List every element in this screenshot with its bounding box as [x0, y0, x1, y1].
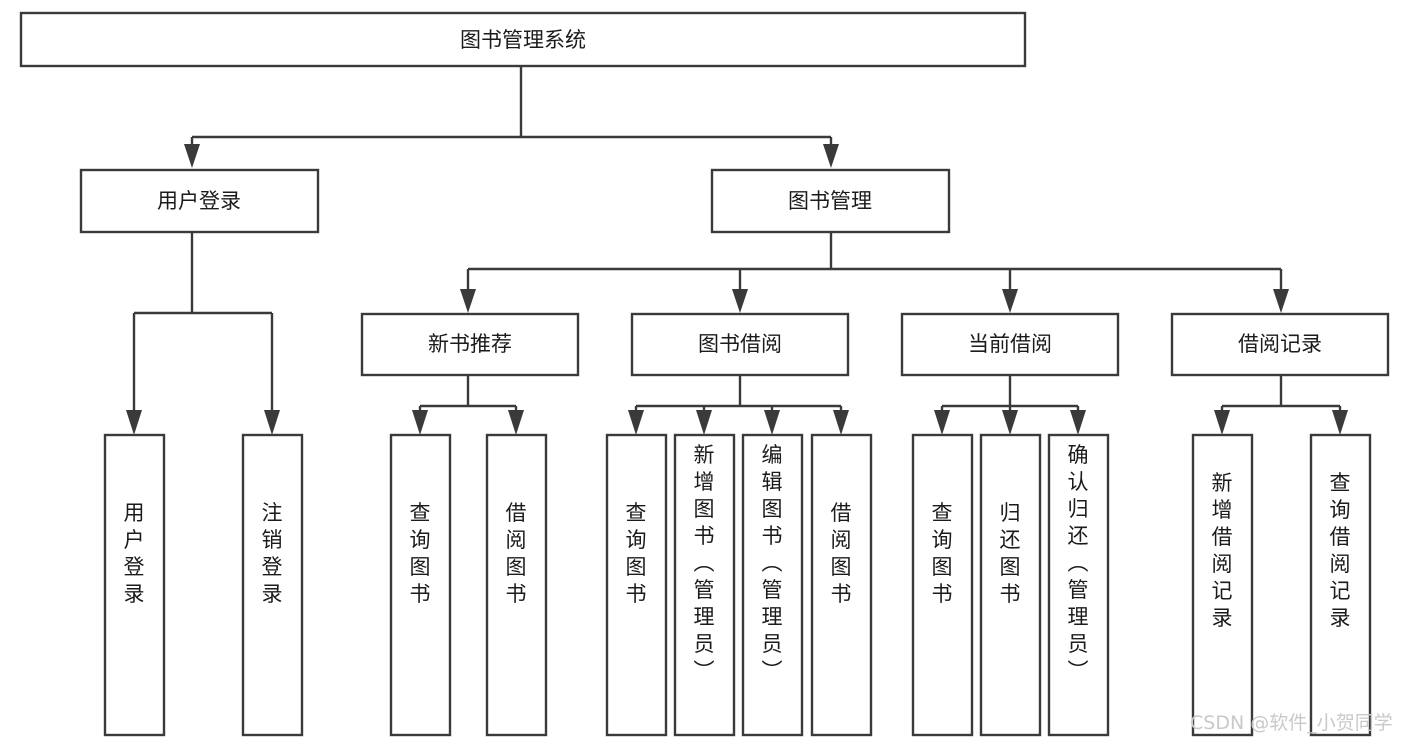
- node-leaf-query-book-2[interactable]: 查询图书: [605, 433, 668, 737]
- node-leaf-add-book-label: 新增图书︵管理员︶: [694, 443, 715, 683]
- node-leaf-query-book-1[interactable]: 查询图书: [389, 433, 452, 737]
- node-leaf-confirm-return-label: 确认归还︵管理员︶: [1068, 443, 1089, 683]
- node-book-borrow[interactable]: 图书借阅: [630, 312, 850, 377]
- node-root-label: 图书管理系统: [460, 28, 586, 52]
- node-leaf-query-record-label: 查询借阅记录: [1330, 471, 1351, 630]
- node-book-management[interactable]: 图书管理: [710, 168, 951, 234]
- node-leaf-query-book-1-label: 查询图书: [410, 501, 431, 606]
- node-leaf-return-book[interactable]: 归还图书: [979, 433, 1042, 737]
- node-leaf-query-book-3-box[interactable]: [911, 433, 974, 737]
- node-leaf-edit-book-label: 编辑图书︵管理员︶: [762, 443, 783, 683]
- arrow-head-leaf-query-book-2: [628, 410, 644, 435]
- node-user-login-label: 用户登录: [157, 189, 241, 213]
- node-leaf-logout-login[interactable]: 注销登录: [241, 433, 304, 737]
- node-leaf-add-book[interactable]: 新增图书︵管理员︶: [673, 433, 736, 737]
- node-leaf-query-book-3-label: 查询图书: [932, 501, 953, 606]
- arrow-head-leaf-query-book-3: [934, 410, 950, 435]
- node-leaf-borrow-book-1[interactable]: 借阅图书: [485, 433, 548, 737]
- node-user-login-box[interactable]: [79, 168, 320, 234]
- node-leaf-borrow-book-1-box[interactable]: [485, 433, 548, 737]
- node-new-book-recommend-box[interactable]: [360, 312, 580, 377]
- node-leaf-logout-login-box[interactable]: [241, 433, 304, 737]
- arrow-head-current-borrow: [1002, 289, 1018, 313]
- node-leaf-borrow-book-1-label: 借阅图书: [506, 501, 527, 606]
- arrow-head-user-login: [184, 144, 200, 168]
- watermark-label: CSDN @软件_小贺同学: [1190, 712, 1393, 734]
- node-leaf-return-book-box[interactable]: [979, 433, 1042, 737]
- node-leaf-add-record[interactable]: 新增借阅记录: [1191, 433, 1254, 737]
- node-leaf-borrow-book-2-box[interactable]: [810, 433, 873, 737]
- node-leaf-query-book-1-box[interactable]: [389, 433, 452, 737]
- node-book-management-label: 图书管理: [788, 189, 872, 213]
- arrow-head-leaf-borrow-book-1: [508, 410, 524, 435]
- node-leaf-query-record-box[interactable]: [1309, 433, 1372, 737]
- node-leaf-edit-book-box[interactable]: [741, 433, 804, 737]
- node-leaf-query-book-2-box[interactable]: [605, 433, 668, 737]
- node-current-borrow[interactable]: 当前借阅: [900, 312, 1120, 377]
- node-leaf-return-book-label: 归还图书: [1000, 501, 1021, 606]
- node-borrow-record-label: 借阅记录: [1238, 332, 1322, 356]
- arrow-head-leaf-confirm-return: [1070, 410, 1086, 435]
- node-borrow-record[interactable]: 借阅记录: [1170, 312, 1390, 377]
- node-book-borrow-box[interactable]: [630, 312, 850, 377]
- node-leaf-confirm-return[interactable]: 确认归还︵管理员︶: [1047, 433, 1110, 737]
- arrow-head-leaf-query-record: [1332, 410, 1348, 435]
- edges-layer: [126, 66, 1348, 435]
- node-leaf-borrow-book-2-label: 借阅图书: [831, 501, 852, 606]
- node-current-borrow-label: 当前借阅: [968, 332, 1052, 356]
- arrow-head-borrow-record: [1273, 289, 1289, 313]
- node-leaf-user-login-box[interactable]: [103, 433, 166, 737]
- node-book-management-box[interactable]: [710, 168, 951, 234]
- node-root[interactable]: 图书管理系统: [19, 11, 1027, 68]
- node-leaf-add-book-box[interactable]: [673, 433, 736, 737]
- node-new-book-recommend-label: 新书推荐: [428, 332, 512, 356]
- arrow-head-leaf-query-book-1: [412, 410, 428, 435]
- node-leaf-logout-login-label: 注销登录: [262, 501, 283, 606]
- node-leaf-borrow-book-2[interactable]: 借阅图书: [810, 433, 873, 737]
- node-book-borrow-label: 图书借阅: [698, 332, 782, 356]
- node-leaf-query-book-3[interactable]: 查询图书: [911, 433, 974, 737]
- arrow-head-leaf-add-book: [696, 410, 712, 435]
- node-new-book-recommend[interactable]: 新书推荐: [360, 312, 580, 377]
- arrow-head-leaf-add-record: [1214, 410, 1230, 435]
- node-leaf-user-login[interactable]: 用户登录: [103, 433, 166, 737]
- arrow-head-leaf-edit-book: [764, 410, 780, 435]
- arrow-head-leaf-borrow-book-2: [833, 410, 849, 435]
- arrow-head-leaf-logout-login: [264, 410, 280, 435]
- arrow-head-book-management: [823, 144, 839, 168]
- node-leaf-confirm-return-box[interactable]: [1047, 433, 1110, 737]
- arrow-head-leaf-return-book: [1002, 410, 1018, 435]
- node-root-box[interactable]: [19, 11, 1027, 68]
- arrow-head-book-borrow: [732, 289, 748, 313]
- node-leaf-add-record-box[interactable]: [1191, 433, 1254, 737]
- node-borrow-record-box[interactable]: [1170, 312, 1390, 377]
- node-leaf-add-record-label: 新增借阅记录: [1212, 471, 1233, 630]
- node-leaf-edit-book[interactable]: 编辑图书︵管理员︶: [741, 433, 804, 737]
- arrow-head-new-book-recommend: [460, 289, 476, 313]
- node-leaf-query-book-2-label: 查询图书: [626, 501, 647, 606]
- node-user-login[interactable]: 用户登录: [79, 168, 320, 234]
- node-leaf-user-login-label: 用户登录: [124, 501, 145, 606]
- node-current-borrow-box[interactable]: [900, 312, 1120, 377]
- arrow-head-leaf-user-login: [126, 410, 142, 435]
- node-leaf-query-record[interactable]: 查询借阅记录: [1309, 433, 1372, 737]
